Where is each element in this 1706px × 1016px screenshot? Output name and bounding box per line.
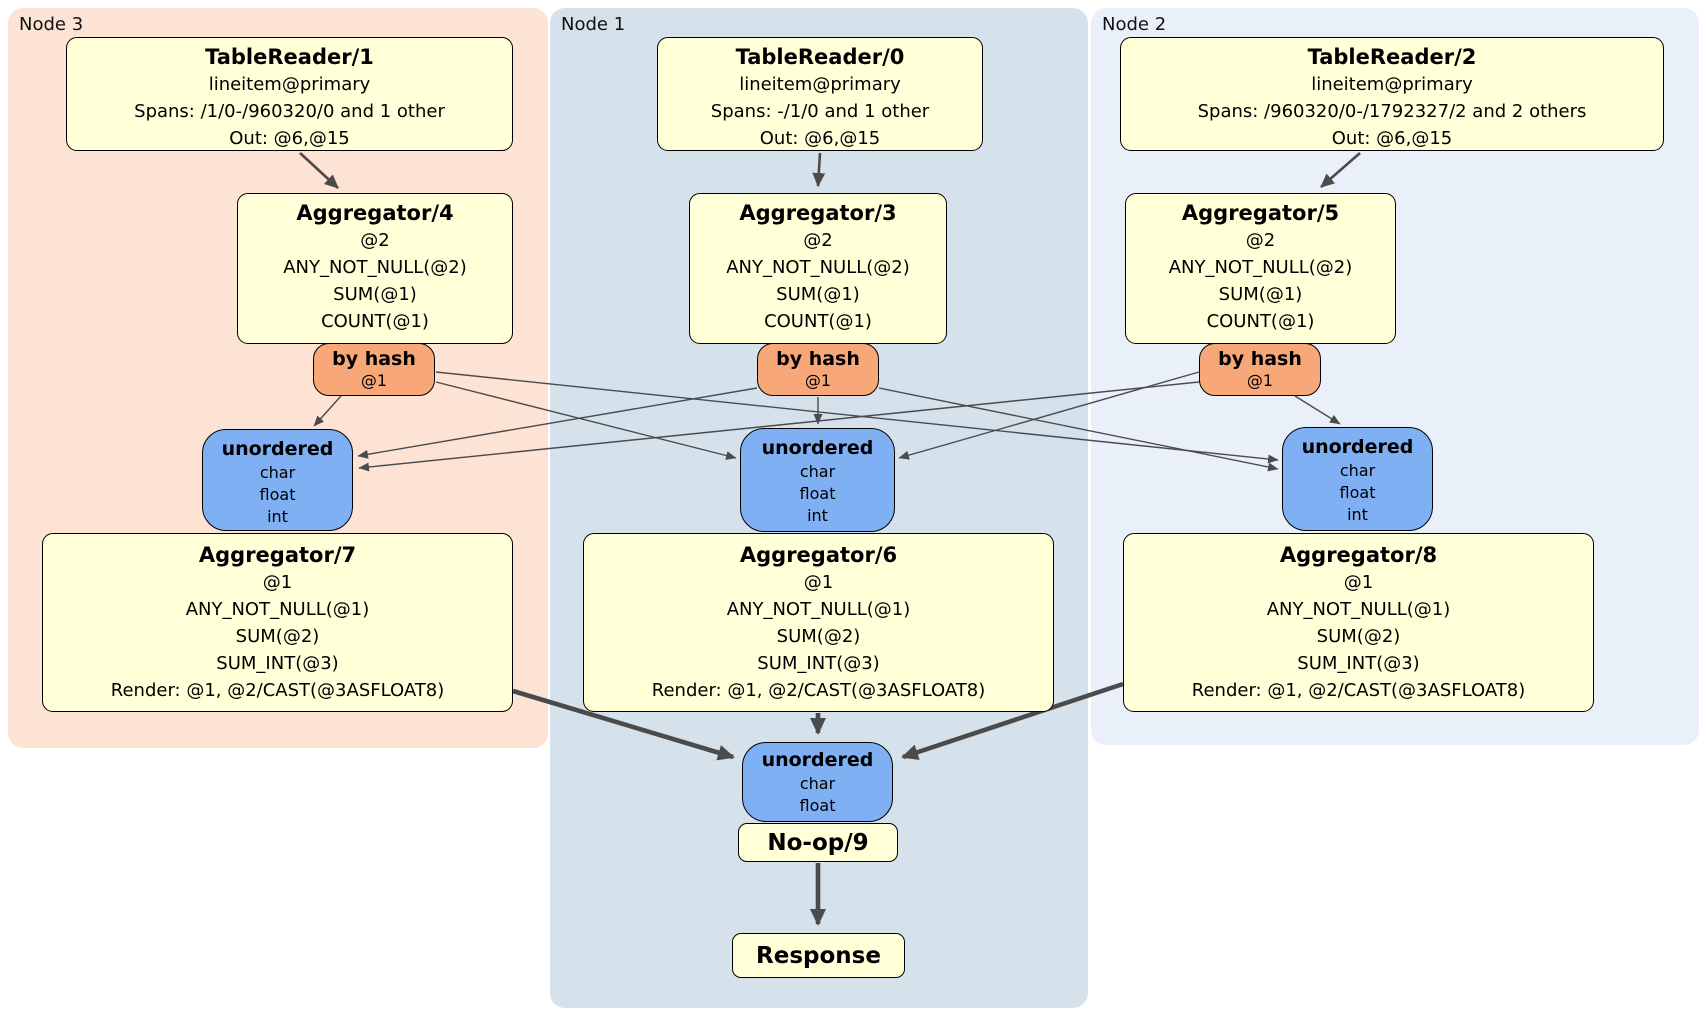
stream-node2-type-float: float [1339, 483, 1376, 502]
aggregator-7-title: Aggregator/7 [198, 543, 357, 567]
tablereader-1-out: Out: @6,@15 [229, 128, 350, 149]
aggregator-4-fn1: ANY_NOT_NULL(@2) [283, 257, 467, 278]
aggregator-6-fn1: ANY_NOT_NULL(@1) [726, 599, 911, 620]
aggregator-7-group: @1 [262, 572, 293, 593]
aggregator-6-title: Aggregator/6 [739, 543, 898, 567]
panel-node-3-label: Node 3 [19, 14, 84, 35]
stream-node3-label: unordered [221, 438, 334, 460]
stream-node3-type-char: char [259, 463, 296, 482]
aggregator-5-group: @2 [1245, 230, 1276, 251]
aggregator-6-group: @1 [803, 572, 834, 593]
aggregator-3-node: Aggregator/3 @2 ANY_NOT_NULL(@2) SUM(@1)… [689, 193, 947, 344]
aggregator-6-render: Render: @1, @2/CAST(@3ASFLOAT8) [651, 680, 986, 701]
stream-node1-type-float: float [799, 484, 836, 503]
aggregator-7-fn1: ANY_NOT_NULL(@1) [185, 599, 370, 620]
aggregator-4-fn2: SUM(@1) [333, 284, 417, 305]
aggregator-3-group: @2 [803, 230, 833, 251]
tablereader-0-spans: Spans: -/1/0 and 1 other [710, 101, 930, 122]
aggregator-8-group: @1 [1343, 572, 1374, 593]
tablereader-2-spans: Spans: /960320/0-/1792327/2 and 2 others [1197, 101, 1587, 122]
stream-node3-type-float: float [259, 485, 296, 504]
hash-router-node1-key: @1 [804, 371, 832, 390]
aggregator-4-fn3: COUNT(@1) [321, 311, 429, 332]
stream-node3-type-int: int [267, 507, 288, 526]
aggregator-5-fn1: ANY_NOT_NULL(@2) [1168, 257, 1353, 278]
tablereader-1-node: TableReader/1 lineitem@primary Spans: /1… [66, 37, 513, 151]
aggregator-7-render: Render: @1, @2/CAST(@3ASFLOAT8) [110, 680, 445, 701]
aggregator-4-title: Aggregator/4 [296, 201, 454, 225]
stream-node2-label: unordered [1301, 436, 1414, 458]
stream-unordered-node3: unordered char float int [202, 429, 353, 531]
hash-router-node2-key: @1 [1246, 371, 1274, 390]
aggregator-3-fn3: COUNT(@1) [764, 311, 872, 332]
hash-router-node1: by hash @1 [757, 343, 879, 396]
aggregator-8-fn2: SUM(@2) [1316, 626, 1401, 647]
tablereader-2-out: Out: @6,@15 [1331, 128, 1453, 149]
aggregator-6-fn2: SUM(@2) [776, 626, 861, 647]
aggregator-8-title: Aggregator/8 [1279, 543, 1438, 567]
stream-node1-type-char: char [799, 462, 836, 481]
tablereader-0-title: TableReader/0 [735, 45, 905, 69]
aggregator-7-node: Aggregator/7 @1 ANY_NOT_NULL(@1) SUM(@2)… [42, 533, 513, 712]
hash-router-node3-key: @1 [360, 371, 388, 390]
stream-node2-type-int: int [1347, 505, 1368, 524]
panel-node-1-label: Node 1 [561, 14, 626, 35]
stream-unordered-sink: unordered char float [742, 742, 893, 822]
aggregator-6-node: Aggregator/6 @1 ANY_NOT_NULL(@1) SUM(@2)… [583, 533, 1054, 712]
aggregator-4-group: @2 [360, 230, 390, 251]
stream-unordered-node2: unordered char float int [1282, 427, 1433, 531]
tablereader-1-title: TableReader/1 [205, 45, 374, 69]
tablereader-0-out: Out: @6,@15 [759, 128, 881, 149]
aggregator-5-node: Aggregator/5 @2 ANY_NOT_NULL(@2) SUM(@1)… [1125, 193, 1396, 344]
aggregator-6-fn3: SUM_INT(@3) [757, 653, 880, 674]
tablereader-1-index: lineitem@primary [208, 74, 371, 95]
tablereader-0-node: TableReader/0 lineitem@primary Spans: -/… [657, 37, 983, 151]
aggregator-8-fn1: ANY_NOT_NULL(@1) [1266, 599, 1451, 620]
aggregator-4-node: Aggregator/4 @2 ANY_NOT_NULL(@2) SUM(@1)… [237, 193, 513, 344]
hash-router-node1-label: by hash [776, 348, 860, 370]
aggregator-7-fn2: SUM(@2) [235, 626, 320, 647]
noop-9-node: No-op/9 [738, 823, 898, 862]
hash-router-node2-label: by hash [1218, 348, 1302, 370]
aggregator-8-render: Render: @1, @2/CAST(@3ASFLOAT8) [1191, 680, 1526, 701]
hash-router-node2: by hash @1 [1199, 343, 1321, 396]
tablereader-1-spans: Spans: /1/0-/960320/0 and 1 other [134, 101, 445, 122]
stream-node2-type-char: char [1339, 461, 1376, 480]
stream-node1-label: unordered [761, 437, 874, 459]
hash-router-node3-label: by hash [332, 348, 416, 370]
tablereader-2-node: TableReader/2 lineitem@primary Spans: /9… [1120, 37, 1664, 151]
stream-sink-type-char: char [799, 774, 836, 793]
aggregator-3-fn1: ANY_NOT_NULL(@2) [726, 257, 910, 278]
aggregator-3-title: Aggregator/3 [739, 201, 897, 225]
aggregator-5-title: Aggregator/5 [1181, 201, 1340, 225]
hash-router-node3: by hash @1 [313, 343, 435, 396]
aggregator-8-fn3: SUM_INT(@3) [1297, 653, 1420, 674]
stream-sink-label: unordered [761, 749, 874, 771]
stream-sink-type-float: float [799, 796, 836, 815]
aggregator-3-fn2: SUM(@1) [776, 284, 860, 305]
aggregator-5-fn3: COUNT(@1) [1206, 311, 1315, 332]
aggregator-5-fn2: SUM(@1) [1218, 284, 1303, 305]
aggregator-7-fn3: SUM_INT(@3) [216, 653, 339, 674]
tablereader-0-index: lineitem@primary [739, 74, 901, 95]
tablereader-2-index: lineitem@primary [1311, 74, 1473, 95]
stream-node1-type-int: int [807, 506, 828, 525]
aggregator-8-node: Aggregator/8 @1 ANY_NOT_NULL(@1) SUM(@2)… [1123, 533, 1594, 712]
response-node: Response [732, 933, 905, 978]
stream-unordered-node1: unordered char float int [740, 428, 895, 532]
tablereader-2-title: TableReader/2 [1307, 45, 1477, 69]
panel-node-2-label: Node 2 [1102, 14, 1167, 35]
